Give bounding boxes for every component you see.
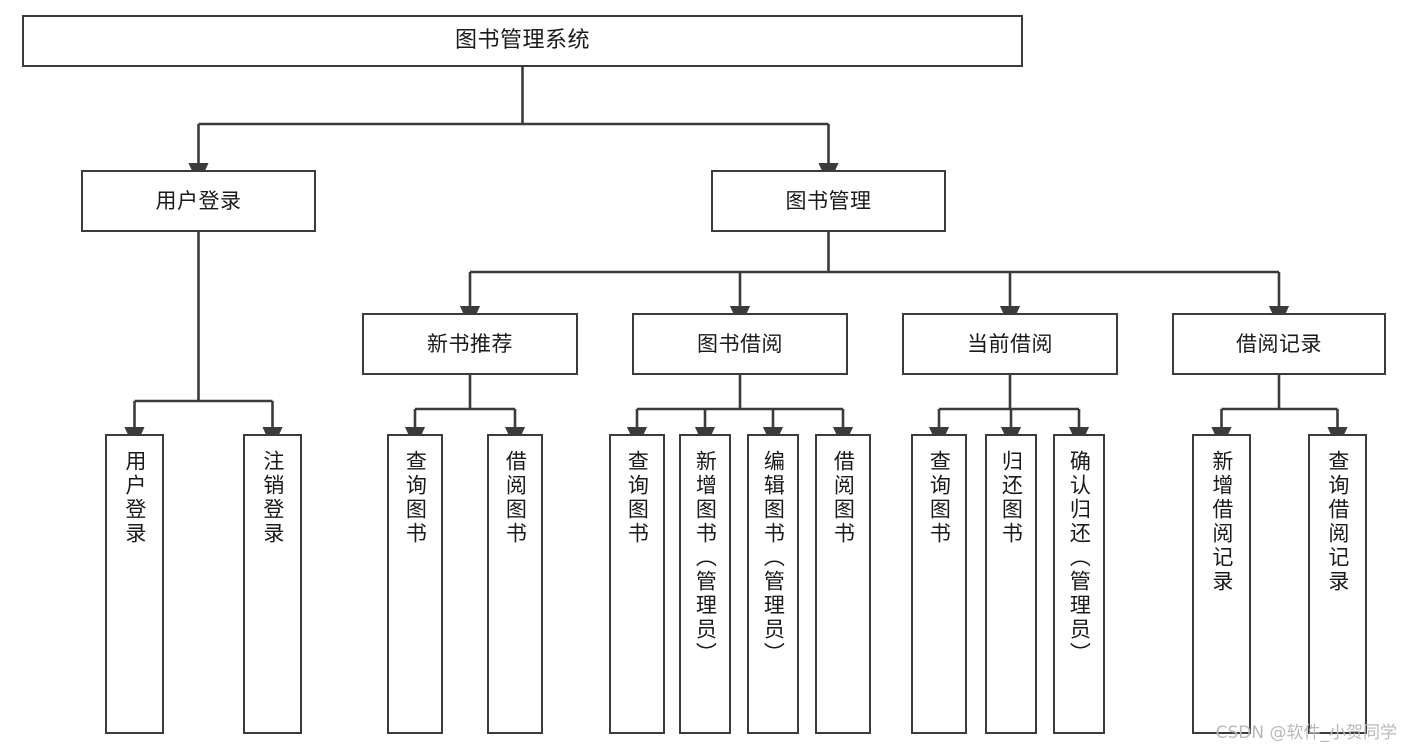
node-root-label: 图书管理系统 (454, 28, 590, 54)
node-leaf-user-login-label: 用户登录 (122, 450, 147, 546)
node-user-login-label: 用户登录 (155, 188, 242, 213)
node-leaf-query-record-label: 查询借阅记录 (1325, 450, 1350, 594)
node-leaf-query-book-rec-label: 查询图书 (403, 450, 428, 546)
node-book-manage-label: 图书管理 (785, 188, 872, 213)
node-leaf-query-book-rec[interactable]: 查询图书 (387, 434, 443, 734)
node-leaf-borrow-book-bor-label: 借阅图书 (831, 450, 856, 546)
node-current-borrow-label: 当前借阅 (967, 331, 1053, 356)
node-borrow-record[interactable]: 借阅记录 (1172, 313, 1386, 375)
node-leaf-confirm-return[interactable]: 确认归还（管理员） (1053, 434, 1105, 734)
node-leaf-borrow-book-rec-label: 借阅图书 (503, 450, 528, 546)
node-leaf-add-record[interactable]: 新增借阅记录 (1192, 434, 1251, 734)
node-root[interactable]: 图书管理系统 (22, 15, 1023, 67)
node-leaf-edit-book[interactable]: 编辑图书（管理员） (747, 434, 799, 734)
node-book-manage[interactable]: 图书管理 (711, 170, 946, 232)
node-new-book-rec-label: 新书推荐 (427, 331, 513, 356)
node-leaf-borrow-book-bor[interactable]: 借阅图书 (815, 434, 871, 734)
node-user-login[interactable]: 用户登录 (81, 170, 316, 232)
node-new-book-rec[interactable]: 新书推荐 (362, 313, 578, 375)
node-leaf-add-record-label: 新增借阅记录 (1209, 450, 1234, 594)
node-leaf-borrow-book-rec[interactable]: 借阅图书 (487, 434, 543, 734)
node-book-borrow-label: 图书借阅 (697, 331, 783, 356)
node-book-borrow[interactable]: 图书借阅 (632, 313, 848, 375)
node-leaf-query-book-cur-label: 查询图书 (927, 450, 952, 546)
node-leaf-logout-label: 注销登录 (260, 450, 285, 546)
node-leaf-query-book-bor-label: 查询图书 (625, 450, 650, 546)
watermark-label: CSDN @软件_小贺同学 (1215, 723, 1397, 743)
node-current-borrow[interactable]: 当前借阅 (902, 313, 1118, 375)
node-leaf-query-book-bor[interactable]: 查询图书 (609, 434, 665, 734)
node-leaf-add-book[interactable]: 新增图书（管理员） (679, 434, 731, 734)
node-leaf-logout[interactable]: 注销登录 (243, 434, 302, 734)
node-leaf-query-record[interactable]: 查询借阅记录 (1308, 434, 1367, 734)
node-leaf-add-book-label: 新增图书（管理员） (693, 450, 718, 666)
node-leaf-user-login[interactable]: 用户登录 (105, 434, 164, 734)
node-borrow-record-label: 借阅记录 (1236, 331, 1322, 356)
node-leaf-confirm-return-label: 确认归还（管理员） (1067, 450, 1092, 666)
node-leaf-query-book-cur[interactable]: 查询图书 (911, 434, 967, 734)
node-leaf-edit-book-label: 编辑图书（管理员） (761, 450, 786, 666)
node-leaf-return-book-label: 归还图书 (999, 450, 1024, 546)
node-leaf-return-book[interactable]: 归还图书 (985, 434, 1037, 734)
